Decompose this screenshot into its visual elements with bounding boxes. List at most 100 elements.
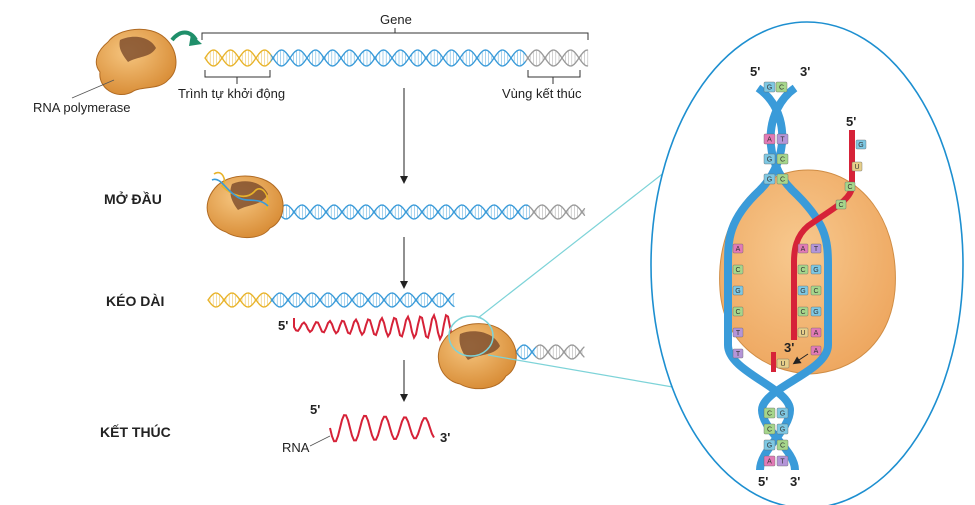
nucleotide-letter: C <box>838 202 843 209</box>
nucleotide-letter: U <box>800 330 805 337</box>
nucleotide-letter: C <box>800 309 805 316</box>
nucleotide-letter: G <box>767 85 772 92</box>
zoom-guide-bottom <box>487 354 691 391</box>
nucleotide-letter: A <box>801 246 806 253</box>
dna-initiation <box>261 204 586 220</box>
nucleotide-letter: U <box>780 361 785 368</box>
termination-rna-3prime: 3' <box>440 430 450 445</box>
rna-transcript-growing <box>293 312 469 342</box>
base-pair-upper-right: T <box>776 133 789 145</box>
coding-base: G <box>810 264 822 275</box>
nucleotide-letter: G <box>800 288 805 295</box>
base-pair-lower-left: G <box>763 439 776 451</box>
rna-base: C <box>797 264 809 275</box>
nucleotide-letter: G <box>858 142 863 149</box>
rna-base: G <box>797 285 809 296</box>
base-pair-upper-left: G <box>763 153 776 165</box>
nucleotide-letter: A <box>814 348 819 355</box>
base-pair-top-left: G <box>763 81 776 93</box>
template-base: A <box>732 243 744 254</box>
rna-exit-base: C <box>835 199 847 210</box>
nucleotide-letter: G <box>767 177 772 184</box>
elongation-rna-5prime: 5' <box>278 318 288 333</box>
nucleotide-letter: C <box>779 85 784 92</box>
rna-label: RNA <box>282 440 310 455</box>
nucleotide-letter: T <box>736 351 741 358</box>
nucleotide-letter: C <box>767 411 772 418</box>
base-pair-lower-left: C <box>763 423 776 435</box>
nucleotide-letter: T <box>780 459 785 466</box>
terminator-label: Vùng kết thúc <box>502 86 582 101</box>
incoming-nucleotide: U <box>776 358 790 369</box>
promoter-bracket <box>204 70 271 84</box>
template-base: G <box>732 285 744 296</box>
dna-gene <box>204 49 589 67</box>
rna-exit-base: C <box>844 181 856 192</box>
nucleotide-letter: G <box>813 309 818 316</box>
nucleotide-letter: C <box>800 267 805 274</box>
incorporation-arrow <box>792 353 809 365</box>
nucleotide-letter: A <box>736 246 741 253</box>
rna-transcript-released <box>329 414 435 443</box>
nucleotide-letter: C <box>780 157 785 164</box>
nucleotide-letter: C <box>735 309 740 316</box>
nucleotide-letter: A <box>767 137 772 144</box>
base-pair-lower-left: A <box>763 455 776 467</box>
nucleotide-letter: T <box>736 330 741 337</box>
nucleotide-letter: A <box>814 330 819 337</box>
nucleotide-letter: T <box>814 246 819 253</box>
rna-exit-base: G <box>855 139 867 150</box>
polymerase-leader-line <box>71 79 115 99</box>
nucleotide-letter: G <box>735 288 740 295</box>
nucleotide-letter: A <box>767 459 772 466</box>
base-pair-lower-right: C <box>776 439 789 451</box>
gene-bracket <box>201 28 589 40</box>
zoom-rna-5prime: 5' <box>846 114 856 129</box>
polymerase-free <box>95 28 177 95</box>
promoter-label: Trình tự khởi động <box>178 86 285 101</box>
rna-base: U <box>797 327 809 338</box>
coding-base: A <box>810 327 822 338</box>
rna-leader-line <box>309 435 331 447</box>
nucleotide-letter: T <box>780 137 785 144</box>
dna-elongation-upstream <box>207 292 455 308</box>
nucleotide-letter: G <box>767 157 772 164</box>
nucleotide-letter: C <box>780 443 785 450</box>
terminator-bracket <box>527 70 581 84</box>
template-base: T <box>732 348 744 359</box>
rna-polymerase-label: RNA polymerase <box>33 100 131 115</box>
template-base: C <box>732 264 744 275</box>
stage-elongation-label: KÉO DÀI <box>106 293 164 309</box>
nucleotide-letter: G <box>780 427 785 434</box>
base-pair-lower-right: G <box>776 423 789 435</box>
zoom-bottom-5prime: 5' <box>758 474 768 489</box>
base-pair-top-right: C <box>775 81 788 93</box>
coding-base: G <box>810 306 822 317</box>
template-base: C <box>732 306 744 317</box>
rna-exit-base: U <box>851 161 863 172</box>
base-pair-upper-right: C <box>776 153 789 165</box>
coding-base: C <box>810 285 822 296</box>
base-pair-upper-left: A <box>763 133 776 145</box>
gene-label: Gene <box>380 12 412 27</box>
template-partner-base: A <box>810 345 822 356</box>
nucleotide-letter: U <box>854 164 859 171</box>
rna-base: C <box>797 306 809 317</box>
base-pair-lower-left: C <box>763 407 776 419</box>
base-pair-lower-right: G <box>776 407 789 419</box>
zoom-guide-top <box>477 167 671 319</box>
zoom-source-circle <box>448 315 494 357</box>
template-base: T <box>732 327 744 338</box>
base-pair-upper-right: C <box>776 173 789 185</box>
coding-base: T <box>810 243 822 254</box>
zoom-top-5prime: 5' <box>750 64 760 79</box>
polymerase-initiation <box>206 171 284 238</box>
base-pair-lower-right: T <box>776 455 789 467</box>
rna-base: A <box>797 243 809 254</box>
binding-arrow-head <box>189 34 202 46</box>
polymerase-elongation <box>437 323 517 390</box>
nucleotide-letter: C <box>780 177 785 184</box>
dna-coding-strand <box>757 84 832 471</box>
